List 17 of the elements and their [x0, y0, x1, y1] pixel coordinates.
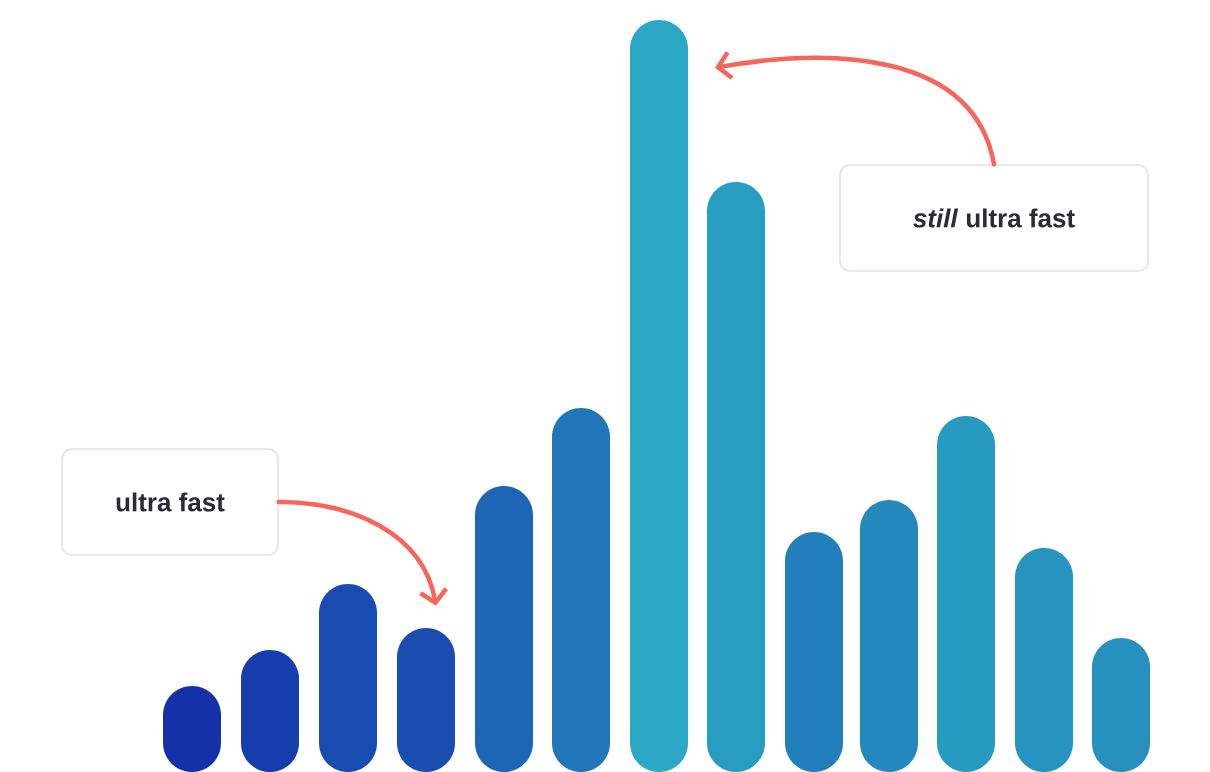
- bar: [397, 628, 455, 772]
- bar: [937, 416, 995, 772]
- arrow: [276, 499, 448, 606]
- bar: [860, 500, 918, 772]
- bar: [630, 20, 688, 772]
- arrow: [715, 51, 997, 167]
- bar: [707, 182, 765, 772]
- bar: [1015, 548, 1073, 772]
- bar: [319, 584, 377, 772]
- bar: [552, 408, 610, 772]
- callout-box: still ultra fast: [839, 164, 1149, 272]
- bar: [241, 650, 299, 772]
- bar: [475, 486, 533, 772]
- bar: [785, 532, 843, 772]
- bar: [1092, 638, 1150, 772]
- bar: [163, 686, 221, 772]
- callout-box: ultra fast: [61, 448, 279, 556]
